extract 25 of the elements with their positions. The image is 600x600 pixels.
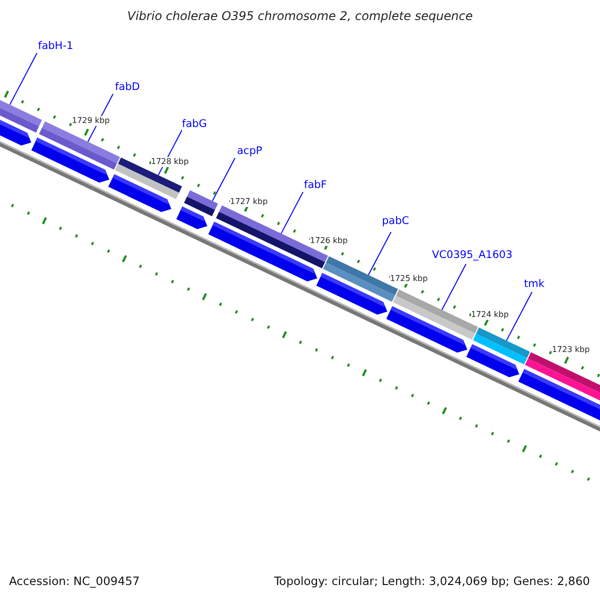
- gene-bar: [184, 190, 218, 216]
- gene-bar: [473, 328, 530, 364]
- gene-bar: [525, 352, 600, 400]
- leader-line: [441, 264, 466, 310]
- gene-bar: [216, 205, 328, 268]
- genome-summary: Topology: circular; Length: 3,024,069 bp; Genes: 2,860: [274, 574, 590, 589]
- scale-label: 1729 kbp: [72, 116, 110, 126]
- scale-label: 1728 kbp: [151, 157, 189, 167]
- scale-label: 1723 kbp: [552, 345, 590, 355]
- map-title: Vibrio cholerae O395 chromosome 2, complete sequence: [126, 9, 474, 23]
- scale-label: 1727 kbp: [230, 197, 268, 207]
- gene-label: fabG: [182, 118, 207, 131]
- gene-bar: [0, 100, 42, 133]
- scale-label: 1724 kbp: [471, 310, 509, 320]
- leader-line: [368, 232, 392, 276]
- scale-label: 1725 kbp: [390, 274, 428, 284]
- gene-label: acpP: [237, 145, 262, 158]
- accession-note: Accession: NC_009457: [9, 574, 140, 589]
- scale-label: 1726 kbp: [310, 236, 348, 246]
- gene-label: pabC: [382, 215, 410, 228]
- leader-line: [212, 158, 236, 202]
- gene-label: VC0395_A1603: [432, 249, 512, 262]
- leader-line: [9, 52, 38, 106]
- leader-line: [280, 192, 304, 234]
- leader-line: [506, 292, 532, 342]
